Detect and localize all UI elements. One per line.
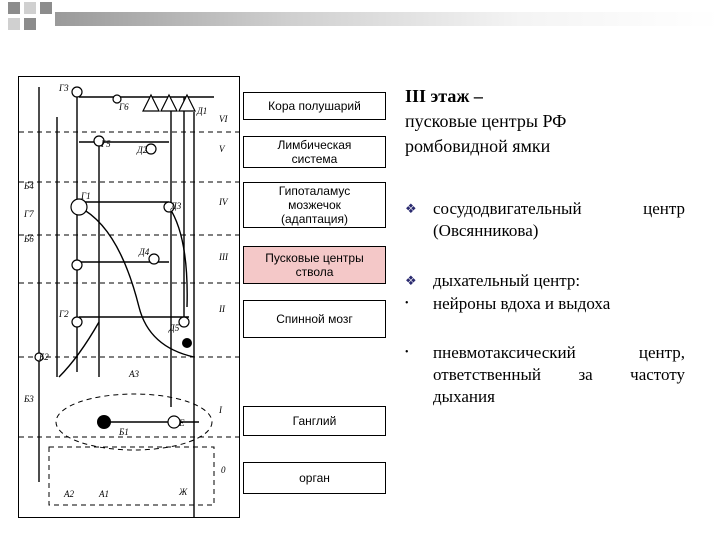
bullet-neurons-line-1: нейроны вдоха и выдоха: [433, 294, 611, 313]
svg-text:Д5: Д5: [168, 323, 180, 333]
diamond-bullet-icon: ❖: [405, 273, 417, 288]
bullet-pneumotaxic-line-2: ответственный за частоту: [433, 365, 685, 384]
level-dividers: [19, 131, 239, 438]
level-organ-label: орган: [299, 471, 330, 485]
svg-text:Д4: Д4: [138, 247, 150, 257]
svg-text:VI: VI: [219, 114, 228, 124]
svg-text:А3: А3: [128, 369, 139, 379]
svg-text:Г5: Г5: [100, 139, 111, 149]
svg-text:Г1: Г1: [80, 191, 91, 201]
svg-text:А1: А1: [98, 489, 109, 499]
level-hypothalamus-label-2: мозжечок: [288, 198, 341, 212]
level-cortex: Кора полушарий: [243, 92, 386, 120]
bullet-pneumotaxic-line-1: пневмотаксический центр,: [433, 343, 685, 362]
level-hypothalamus-label-3: (адаптация): [281, 212, 348, 226]
svg-text:Б4: Б4: [23, 181, 34, 191]
level-spinal-cord: Спинной мозг: [243, 300, 386, 338]
svg-text:0: 0: [221, 465, 226, 475]
diamond-bullet-icon: ❖: [405, 201, 417, 216]
svg-text:Д1: Д1: [196, 106, 207, 116]
svg-text:Д3: Д3: [170, 201, 182, 211]
svg-text:Г3: Г3: [58, 83, 69, 93]
level-brainstem-label-2: ствола: [295, 265, 334, 279]
level-ganglion-label: Ганглий: [292, 414, 337, 428]
svg-text:Б1: Б1: [118, 427, 129, 437]
level-hypothalamus-label-1: Гипоталамус: [278, 184, 351, 198]
svg-text:Е: Е: [178, 418, 185, 428]
title-gradient-bar: [55, 12, 720, 26]
heading-line-1: III этаж –: [405, 86, 483, 106]
svg-text:Д2: Д2: [136, 145, 148, 155]
svg-text:Б2: Б2: [38, 352, 49, 362]
level-spinal-cord-label: Спинной мозг: [276, 312, 353, 326]
bullet-vasomotor-line-1: сосудодвигательный центр: [433, 199, 685, 218]
heading-line-3: ромбовидной ямки: [405, 136, 551, 156]
svg-text:Ж: Ж: [178, 487, 188, 497]
level-brainstem-highlighted: Пусковые центры ствола: [243, 246, 386, 284]
svg-text:Г2: Г2: [58, 309, 69, 319]
svg-text:Б3: Б3: [23, 394, 34, 404]
level-hypothalamus: Гипоталамус мозжечок (адаптация): [243, 182, 386, 228]
svg-text:Г6: Г6: [118, 102, 129, 112]
svg-text:II: II: [218, 304, 226, 314]
heading-line-2: пусковые центры РФ: [405, 111, 567, 131]
level-limbic: Лимбическая система: [243, 136, 386, 168]
slide-heading: III этаж – пусковые центры РФ ромбовидно…: [405, 84, 705, 159]
level-organ: орган: [243, 462, 386, 494]
svg-text:IV: IV: [218, 197, 229, 207]
level-limbic-label-2: система: [291, 152, 338, 166]
dot-bullet-icon: •: [405, 298, 409, 309]
bullet-respiratory-line-1: дыхательный центр:: [433, 271, 581, 290]
level-ganglion: Ганглий: [243, 406, 386, 436]
dot-bullet-icon: •: [405, 347, 409, 358]
level-limbic-label-1: Лимбическая: [277, 138, 352, 152]
level-brainstem-label-1: Пусковые центры: [265, 251, 364, 265]
svg-text:III: III: [218, 252, 229, 262]
nervous-levels-schematic: VI V IV III II I 0 Г3 Г6 Г5 Д2 Д1 Б4 Г7 …: [18, 76, 240, 518]
svg-text:I: I: [218, 405, 223, 415]
svg-text:Б6: Б6: [23, 234, 34, 244]
svg-text:Г7: Г7: [23, 209, 34, 219]
corner-squares-decoration: [8, 2, 52, 30]
bullet-pneumotaxic-line-3: дыхания: [433, 387, 495, 406]
level-cortex-label: Кора полушарий: [268, 99, 361, 113]
bullet-vasomotor-line-2: (Овсянникова): [433, 221, 539, 240]
svg-text:А2: А2: [63, 489, 74, 499]
svg-text:V: V: [219, 144, 226, 154]
